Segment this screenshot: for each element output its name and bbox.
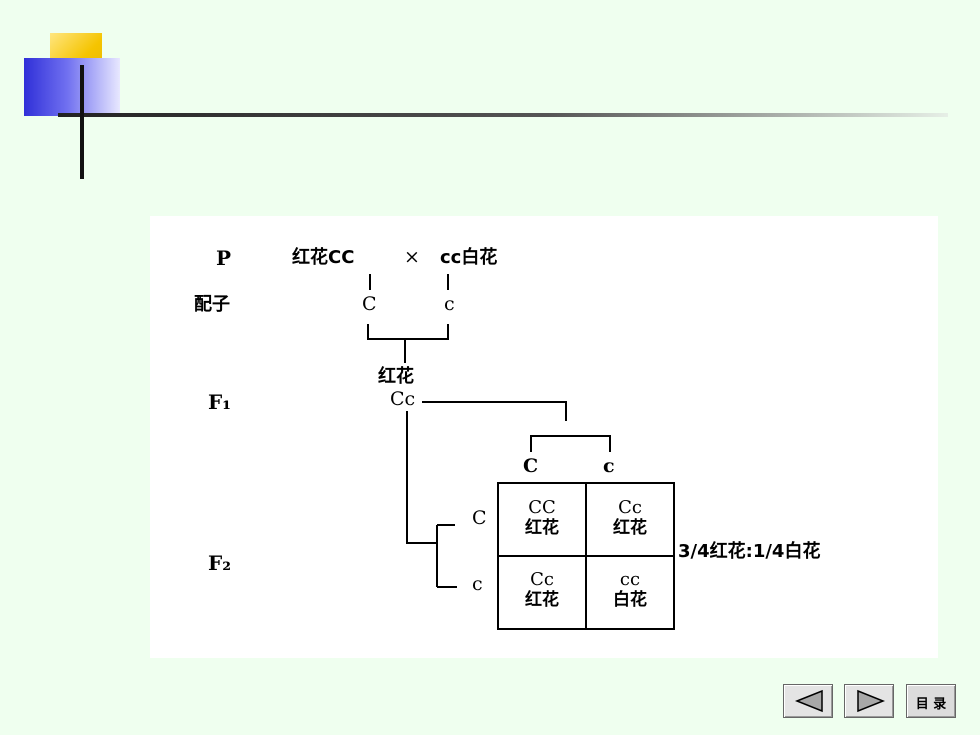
next-button[interactable] <box>844 684 894 718</box>
punnett-grid <box>497 482 675 630</box>
cross-sign: × <box>404 246 420 268</box>
decor-blue-square <box>24 58 120 116</box>
cell-genotype: Cc <box>618 497 642 518</box>
genetic-cross-figure: P 配子 F₁ F₂ 红花CC × cc白花 C c 红花 Cc C c C c… <box>150 216 938 658</box>
cell-phenotype: 红花 <box>525 589 559 610</box>
cell-genotype: Cc <box>530 569 554 590</box>
line-f1-down <box>406 411 437 544</box>
f2-side-top-gamete: C <box>472 507 487 529</box>
phenotype-ratio: 3/4红花:1/4白花 <box>678 541 821 562</box>
cell-phenotype: 红花 <box>613 517 647 538</box>
f1-phenotype: 红花 <box>378 366 414 387</box>
f2-side-bottom-gamete: c <box>472 573 483 595</box>
cell-genotype: cc <box>619 569 641 590</box>
triangle-right-icon <box>857 689 886 713</box>
bracket-gametes <box>367 324 449 340</box>
gamete-left: C <box>362 293 377 315</box>
triangle-left-icon <box>794 689 823 713</box>
punnett-cell: CC 红花 <box>499 497 585 538</box>
prev-button[interactable] <box>783 684 833 718</box>
gamete-right: c <box>444 293 455 315</box>
bracket-top-gametes <box>530 435 611 452</box>
table-of-contents-button[interactable]: 目 录 <box>906 684 956 718</box>
parent-right: cc白花 <box>440 247 498 268</box>
punnett-cell: cc 白花 <box>587 569 673 610</box>
cell-phenotype: 红花 <box>525 517 559 538</box>
f1-genotype: Cc <box>390 388 416 410</box>
label-gametes: 配子 <box>194 294 230 315</box>
label-f2: F₂ <box>208 551 231 575</box>
label-p: P <box>216 246 232 270</box>
cross-lines <box>367 274 675 630</box>
cell-genotype: CC <box>528 497 556 518</box>
parent-left: 红花CC <box>292 247 355 268</box>
punnett-cell: Cc 红花 <box>587 497 673 538</box>
line-f1-right <box>422 401 567 421</box>
title-rule-horizontal <box>58 113 948 117</box>
f2-top-right-gamete: c <box>603 455 615 477</box>
label-f1: F₁ <box>208 390 231 414</box>
cell-phenotype: 白花 <box>613 589 647 610</box>
punnett-cell: Cc 红花 <box>499 569 585 610</box>
title-rule-vertical <box>80 65 84 179</box>
menu-button-label: 目 录 <box>915 697 947 712</box>
f2-top-left-gamete: C <box>523 455 539 477</box>
